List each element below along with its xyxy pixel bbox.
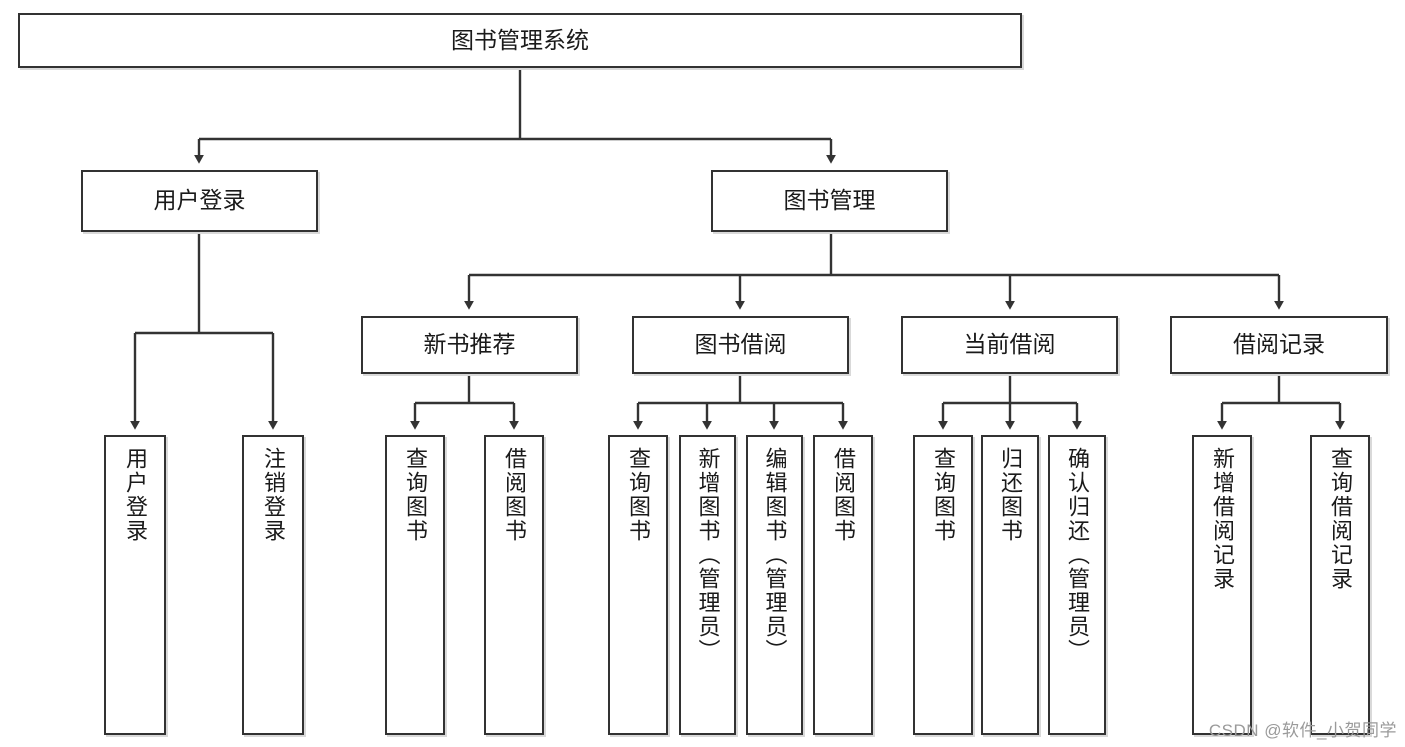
node-label: 用户登录 <box>153 187 246 214</box>
leaf-book-borrow-query-book[interactable]: 查询图书 <box>608 435 668 735</box>
node-label: 图书管理 <box>783 187 876 214</box>
leaf-user-login-logout[interactable]: 注销登录 <box>242 435 304 735</box>
watermark: CSDN @软件_小贺同学 <box>1208 721 1397 740</box>
node-label: 借阅图书 <box>831 447 856 543</box>
leaf-current-borrow-query-book[interactable]: 查询图书 <box>913 435 973 735</box>
node-label: 确认归还（管理员） <box>1065 447 1090 663</box>
leaf-borrow-record-add-record[interactable]: 新增借阅记录 <box>1192 435 1252 735</box>
node-label: 新书推荐 <box>423 331 516 358</box>
node-label: 编辑图书（管理员） <box>762 447 788 663</box>
node-label: 归还图书 <box>998 447 1023 543</box>
node-current-borrow[interactable]: 当前借阅 <box>901 316 1118 374</box>
node-label: 注销登录 <box>261 447 286 543</box>
node-borrow-record[interactable]: 借阅记录 <box>1170 316 1388 374</box>
node-label: 当前借阅 <box>963 331 1056 358</box>
node-user-login[interactable]: 用户登录 <box>81 170 318 232</box>
leaf-current-borrow-confirm-return-admin[interactable]: 确认归还（管理员） <box>1048 435 1106 735</box>
leaf-book-borrow-edit-book-admin[interactable]: 编辑图书（管理员） <box>746 435 803 735</box>
node-label: 借阅记录 <box>1233 331 1325 358</box>
leaf-book-borrow-add-book-admin[interactable]: 新增图书（管理员） <box>679 435 736 735</box>
node-new-book-recommend[interactable]: 新书推荐 <box>361 316 578 374</box>
node-book-management[interactable]: 图书管理 <box>711 170 948 232</box>
node-book-borrow[interactable]: 图书借阅 <box>632 316 849 374</box>
node-label: 图书管理系统 <box>451 26 589 53</box>
node-label: 查询图书 <box>626 447 651 543</box>
leaf-borrow-record-query-record[interactable]: 查询借阅记录 <box>1310 435 1370 735</box>
leaf-user-login-login[interactable]: 用户登录 <box>104 435 166 735</box>
node-label: 查询借阅记录 <box>1328 447 1353 591</box>
node-label: 借阅图书 <box>502 447 527 543</box>
node-label: 新增图书（管理员） <box>695 447 721 663</box>
node-label: 图书借阅 <box>694 331 787 358</box>
node-label: 用户登录 <box>123 447 148 543</box>
leaf-current-borrow-return-book[interactable]: 归还图书 <box>981 435 1039 735</box>
node-label: 查询图书 <box>403 447 428 543</box>
node-label: 新增借阅记录 <box>1210 447 1235 591</box>
node-label: 查询图书 <box>931 447 956 543</box>
node-root-book-management-system[interactable]: 图书管理系统 <box>18 13 1022 68</box>
leaf-book-borrow-borrow-book[interactable]: 借阅图书 <box>813 435 873 735</box>
leaf-new-book-query-book[interactable]: 查询图书 <box>385 435 445 735</box>
leaf-new-book-borrow-book[interactable]: 借阅图书 <box>484 435 544 735</box>
